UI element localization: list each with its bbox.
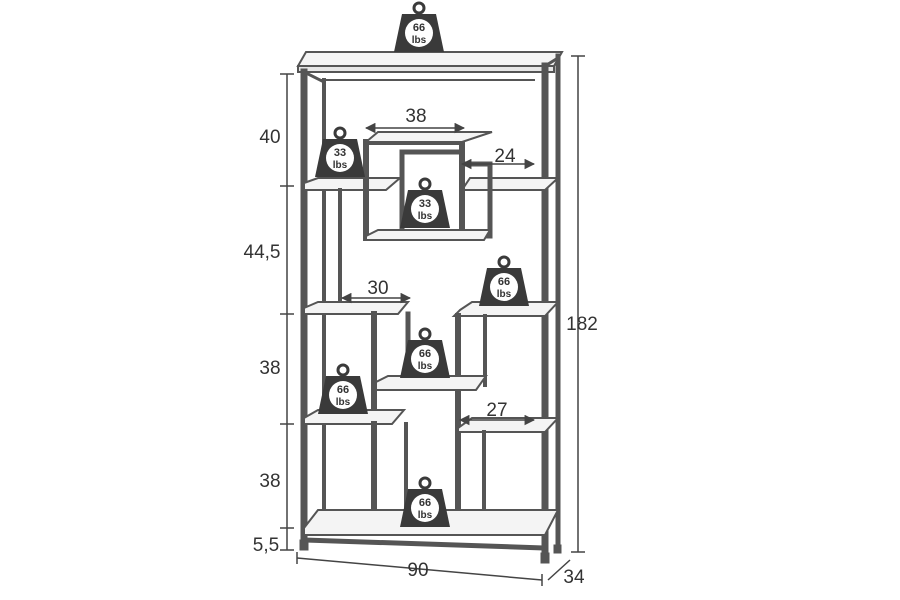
weight-icon: 33 lbs [400,177,450,228]
weight-icon: 66 lbs [400,476,450,527]
svg-text:lbs: lbs [336,397,351,408]
shelf-level-1-right [460,177,561,191]
top-board [296,51,564,67]
weight-icon: 66 lbs [400,327,450,378]
svg-text:66: 66 [419,348,431,360]
shelf-middle-center [375,375,488,391]
dim-total-height: 182 [566,314,598,335]
svg-text:lbs: lbs [333,160,348,171]
dim-upper-right-width: 24 [494,146,516,167]
svg-text:33: 33 [334,147,346,159]
dim-lower-right-width: 27 [486,400,507,421]
dim-depth: 34 [563,567,585,588]
dim-top-section: 40 [259,127,280,148]
weight-icon: 33 lbs [315,126,365,177]
svg-text:lbs: lbs [418,510,433,521]
svg-text:66: 66 [498,276,510,288]
weight-icon: 66 lbs [318,363,368,414]
upper-cube-bottom [365,229,492,241]
svg-text:66: 66 [413,22,425,34]
dim-upper-cube-width: 38 [405,106,426,127]
shelf-level-1-left [303,177,403,191]
svg-text:lbs: lbs [418,211,433,222]
svg-text:66: 66 [337,384,349,396]
weight-icon: 66 lbs [479,255,529,306]
shelf-level-2-left [303,301,411,315]
svg-text:lbs: lbs [497,289,512,300]
svg-text:lbs: lbs [412,35,427,46]
upper-cube-top [363,131,493,143]
dimension-lines [280,55,585,586]
dim-foot: 5,5 [253,535,279,556]
dim-second-section: 44,5 [244,242,281,263]
foot-left [299,539,309,551]
dim-fourth-section: 38 [259,471,280,492]
svg-text:lbs: lbs [418,361,433,372]
svg-text:66: 66 [419,497,431,509]
dim-third-section: 38 [259,358,280,379]
dim-total-width: 90 [407,560,428,581]
foot-right [540,552,550,564]
upper-right-step [459,161,493,239]
top-board-edge [297,65,555,73]
svg-text:33: 33 [419,198,431,210]
dimension-labels: 40 44,5 38 38 5,5 182 90 34 38 24 30 27 [244,106,598,588]
weight-icon: 66 lbs [394,1,444,52]
foot-back-right [553,544,562,554]
dim-middle-left-width: 30 [367,278,388,299]
